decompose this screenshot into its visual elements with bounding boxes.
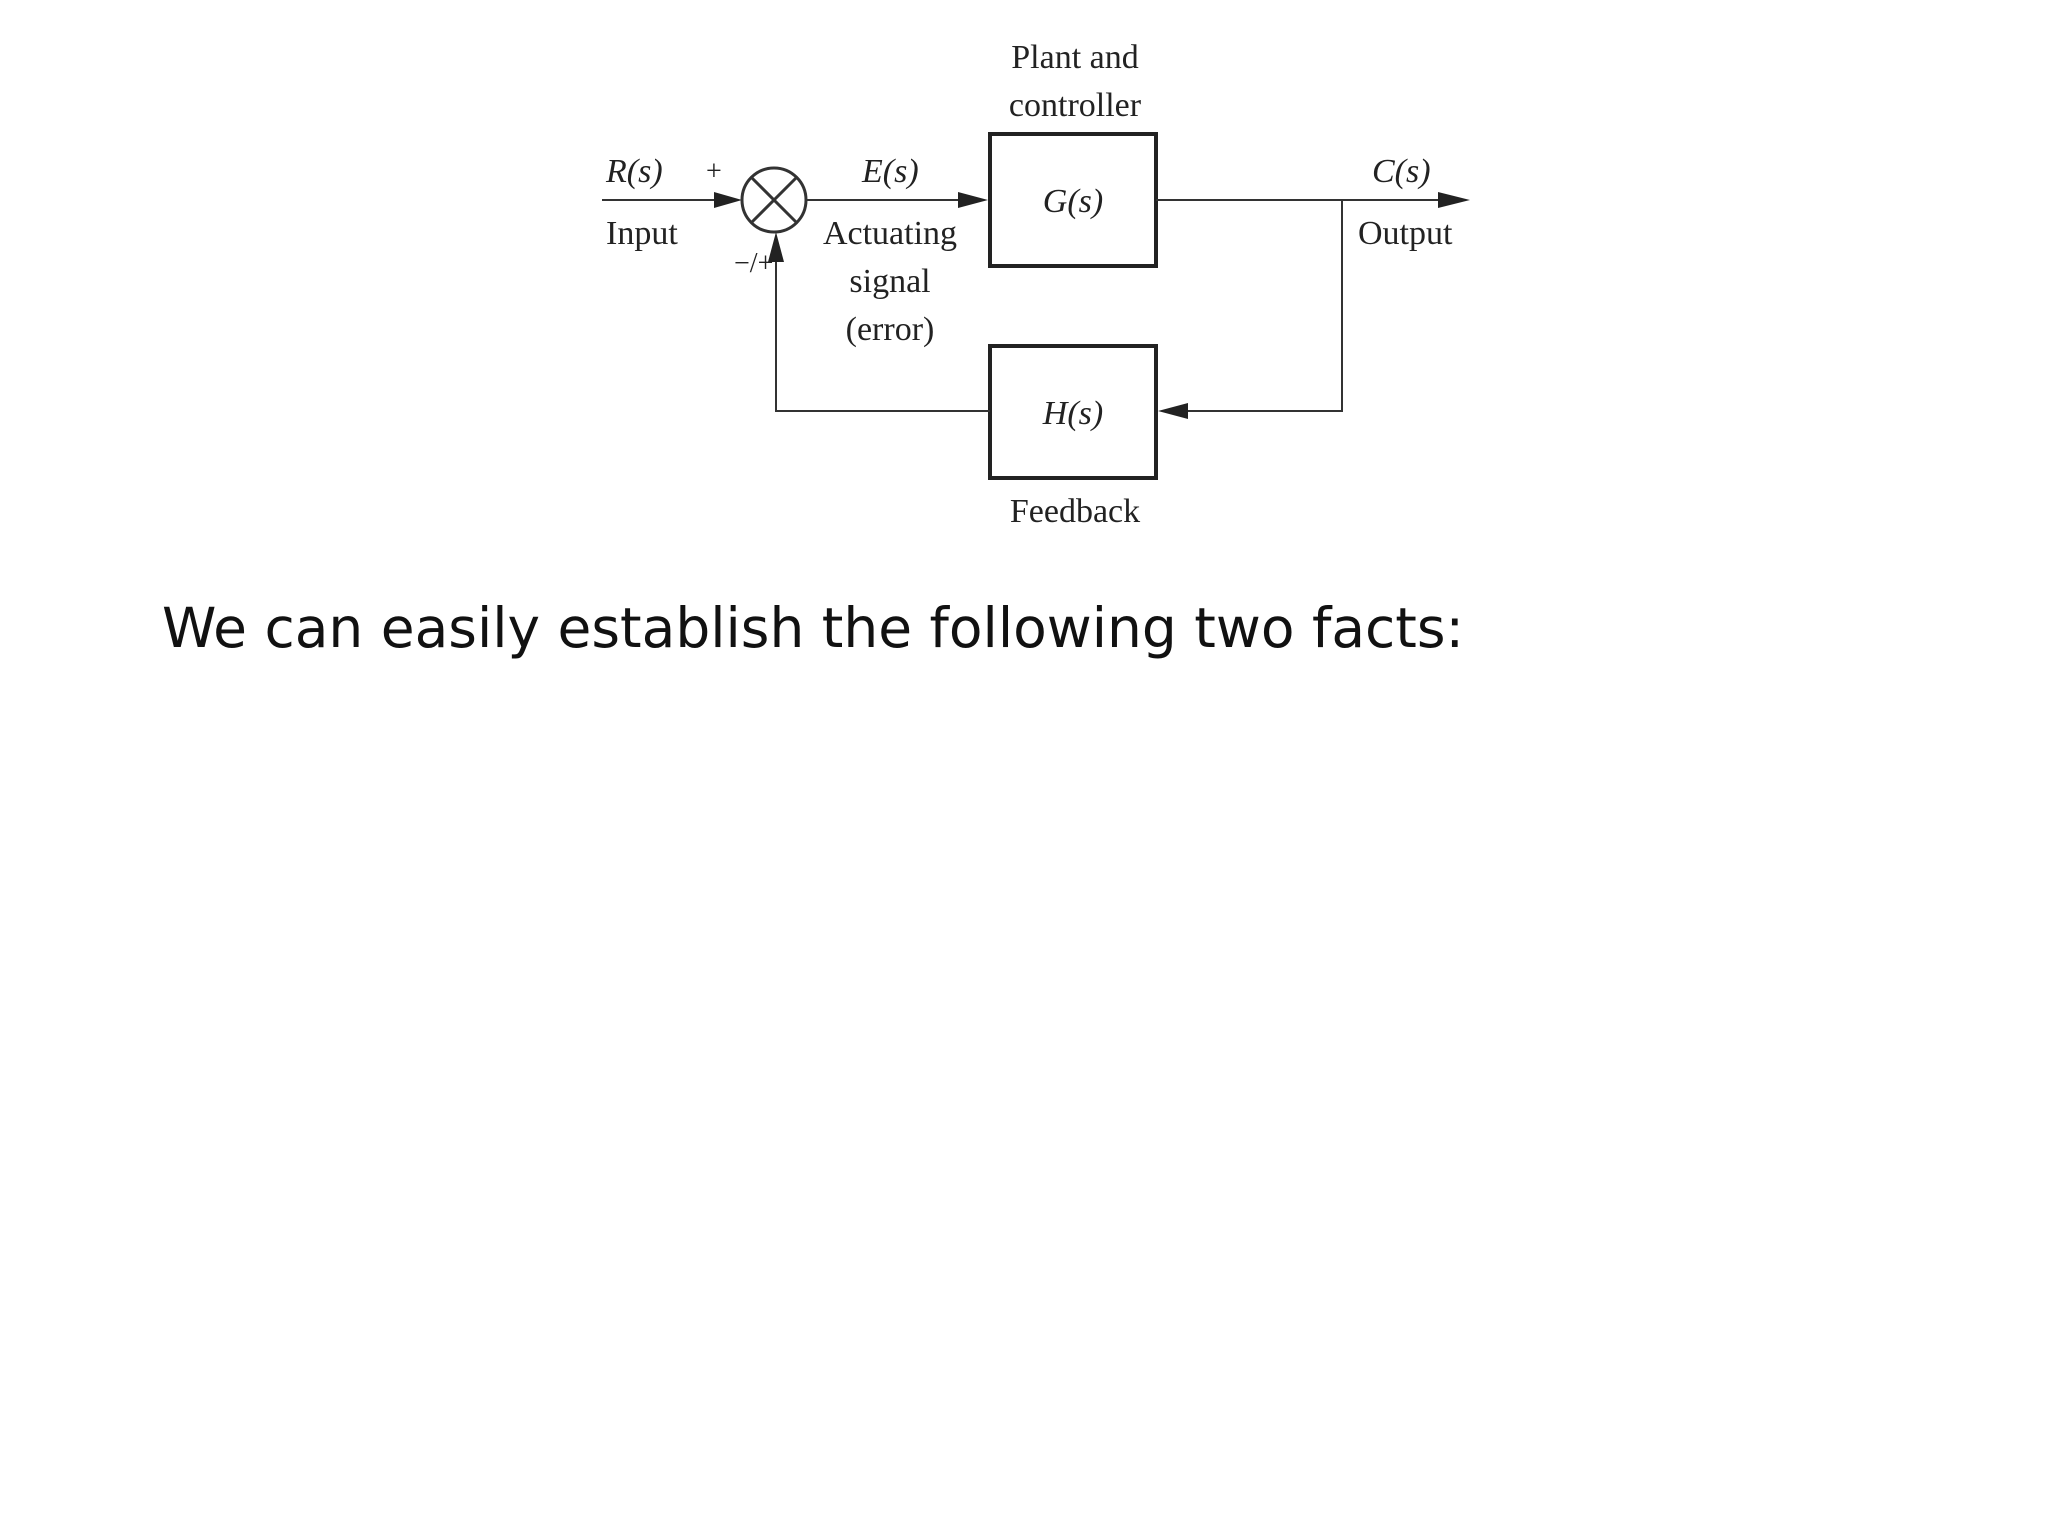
error-label-line-2: signal xyxy=(849,263,930,300)
block-diagram: R(s) Input + −/+ E(s) Actuating signal (… xyxy=(602,39,1470,530)
feedback-arrowhead xyxy=(1158,403,1188,419)
forward-block xyxy=(988,132,1158,268)
body-text: We can easily establish the following tw… xyxy=(162,596,1465,660)
error-label-line-1: Actuating xyxy=(823,215,957,252)
error-label-line-3: (error) xyxy=(846,311,935,348)
output-label: Output xyxy=(1358,215,1453,252)
feedback-block-symbol: H(s) xyxy=(1042,395,1103,432)
feedback-takeoff-line xyxy=(1184,200,1343,412)
input-symbol: R(s) xyxy=(605,153,663,190)
feedback-sign: −/+ xyxy=(734,248,773,279)
forward-block-title-line-1: Plant and xyxy=(1011,39,1138,76)
forward-block-title-line-2: controller xyxy=(1009,87,1142,124)
input-plus-sign: + xyxy=(706,156,722,187)
input-label: Input xyxy=(606,215,678,252)
feedback-block-label: Feedback xyxy=(1010,493,1140,530)
feedback-return-line xyxy=(775,256,990,412)
forward-block-symbol: G(s) xyxy=(1043,183,1103,220)
summing-junction xyxy=(740,166,808,234)
output-symbol: C(s) xyxy=(1372,153,1431,190)
output-arrowhead xyxy=(1438,192,1470,208)
error-arrowhead xyxy=(958,192,988,208)
input-arrowhead xyxy=(714,192,742,208)
feedback-return-arrowhead xyxy=(768,232,784,262)
error-symbol: E(s) xyxy=(861,153,919,190)
